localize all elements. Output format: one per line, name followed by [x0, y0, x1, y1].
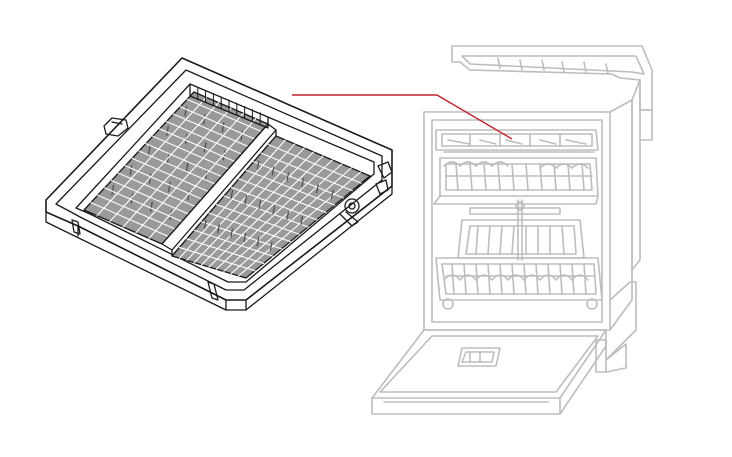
tray-spike [184, 133, 188, 145]
tray-bottom-clip [207, 281, 219, 301]
grid-line [138, 150, 216, 185]
grid-line [193, 229, 274, 257]
grid-line [117, 172, 196, 208]
grid-line [223, 195, 309, 228]
dishwasher-upper-basket [433, 157, 599, 205]
tray-right-mount [375, 161, 393, 195]
tray-spike [169, 210, 173, 221]
tray-spike [147, 145, 151, 156]
grid-line [145, 143, 223, 178]
tray-spike [222, 150, 226, 161]
tray-spike [240, 130, 244, 141]
grid-line [165, 120, 243, 155]
tray-spike [167, 181, 171, 193]
tray-spike [187, 190, 190, 201]
grid-line [152, 135, 229, 170]
tray-mount-knob [344, 198, 360, 214]
dishwasher-door [371, 329, 607, 415]
tray-spike [166, 153, 170, 164]
grid-line [238, 178, 327, 213]
grid-line [186, 98, 262, 133]
tray-spike [129, 165, 133, 176]
tray-spike [286, 172, 290, 182]
grid-line [268, 144, 362, 184]
grid-line [245, 169, 336, 206]
tray-spike [111, 184, 115, 196]
grid-line [131, 157, 209, 193]
tray-spike [148, 173, 152, 184]
detergent-dispenser [457, 347, 501, 367]
grid-line [124, 165, 203, 200]
dishwasher-icon [371, 45, 653, 415]
callout-line [292, 94, 513, 140]
tray-spike [217, 224, 220, 234]
tray-spike [203, 114, 206, 125]
grid-line [216, 204, 300, 235]
grid-line [104, 187, 183, 223]
grid-line [201, 221, 282, 250]
dishwasher-side-lower [605, 281, 637, 361]
dishwasher-side-panel [609, 99, 633, 331]
grid-line [230, 186, 318, 221]
tray-spike [286, 210, 290, 220]
tray-spike [221, 122, 225, 133]
tray-spike [256, 160, 260, 170]
tray-front-wall [45, 185, 393, 311]
grid-line [260, 152, 353, 192]
tray-spike [130, 193, 134, 204]
dishwasher-cabinet [423, 111, 611, 331]
dishwasher-right-frame [631, 79, 653, 271]
tray-frame-rim [55, 69, 383, 291]
dishwasher-top-tray [435, 129, 599, 153]
grid-line [172, 113, 249, 148]
dishwasher-cabinet-inner [431, 119, 603, 323]
tray-spike [300, 215, 304, 226]
grid-line [179, 106, 256, 140]
dishwasher-top-frame [451, 45, 653, 111]
tray-spike [316, 184, 319, 194]
grid-line [97, 194, 176, 230]
tray-left-clip [103, 117, 129, 137]
grid-line [110, 179, 190, 215]
dishwasher-top-notches [497, 57, 609, 75]
tray-right-compartment [171, 135, 371, 279]
tray-spike [243, 232, 247, 243]
dishwasher-spray-arm [469, 199, 561, 261]
tray-spike [272, 205, 276, 215]
tray-spike [230, 228, 234, 238]
tray-spike [301, 178, 305, 188]
tray-spike [203, 142, 207, 153]
cutlery-tray-icon [45, 57, 393, 311]
grid-line [90, 202, 170, 238]
tray-spike [203, 219, 207, 229]
tray-spike [256, 237, 260, 247]
grid-line [178, 246, 256, 272]
tray-spike [269, 241, 273, 251]
tray-spike [204, 170, 208, 181]
tray-spike [150, 201, 153, 212]
grid-line [208, 212, 291, 243]
tray-inner-wall [75, 83, 375, 283]
grid-line [159, 128, 236, 163]
tray-spike [185, 162, 189, 173]
grid-line [186, 238, 265, 264]
tray-spike [230, 189, 234, 200]
tray-spike [166, 125, 169, 137]
tray-spike [258, 200, 262, 210]
tray-spike [330, 189, 334, 200]
grid-line [253, 161, 344, 199]
tray-spike [244, 195, 248, 205]
dishwasher-lower-basket [435, 219, 603, 310]
tray-spike [271, 166, 275, 176]
dishwasher-top-frame-inner [461, 55, 645, 75]
tray-spike [184, 106, 188, 117]
